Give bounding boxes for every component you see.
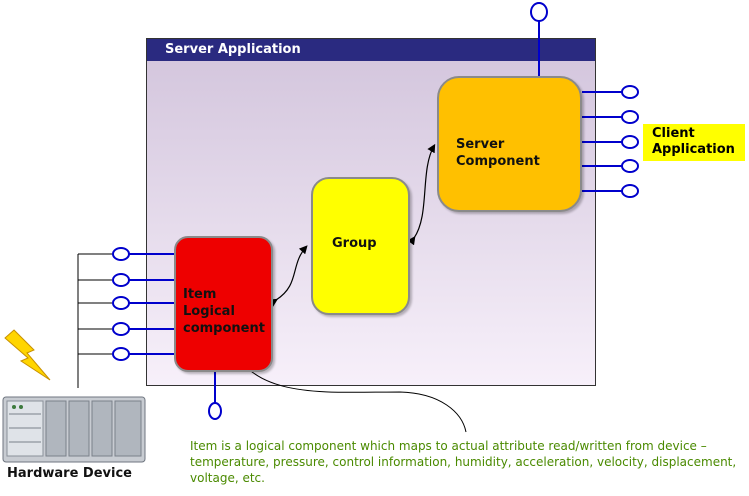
connector-port xyxy=(621,135,639,149)
server-component: Server Component xyxy=(437,76,582,212)
group-component: Group xyxy=(311,177,410,315)
connector-port xyxy=(621,159,639,173)
client-label-line: Application xyxy=(652,142,735,157)
client-application-label: Client Application xyxy=(643,124,745,161)
connector-port xyxy=(208,402,222,420)
group-label: Group xyxy=(332,236,377,251)
connector-port xyxy=(621,110,639,124)
hardware-bus xyxy=(77,253,112,388)
group-server-arrow xyxy=(407,143,436,246)
item-label: Item Logical component xyxy=(183,286,265,337)
lightning-icon xyxy=(4,329,51,381)
server-application-title: Server Application xyxy=(147,39,595,61)
item-connectors xyxy=(112,247,222,420)
connector-port xyxy=(621,85,639,99)
item-label-line: Item xyxy=(183,287,217,302)
connector-port xyxy=(112,296,130,310)
connector-port xyxy=(112,247,130,261)
item-component: Item Logical component xyxy=(174,236,273,372)
connector-port xyxy=(112,273,130,287)
hardware-device-icon xyxy=(2,396,146,463)
client-label-line: Client xyxy=(652,126,695,141)
connector-port xyxy=(112,322,130,336)
item-description: Item is a logical component which maps t… xyxy=(190,439,737,485)
server-component-label-line: Component xyxy=(456,154,540,169)
connector-port xyxy=(530,2,548,22)
server-connectors xyxy=(530,2,639,198)
item-group-arrow xyxy=(268,245,308,307)
item-label-line: component xyxy=(183,321,265,336)
item-label-line: Logical xyxy=(183,304,235,319)
description-callout-line xyxy=(227,337,467,433)
connector-port xyxy=(621,184,639,198)
hardware-device-label: Hardware Device xyxy=(7,466,132,481)
connector-port xyxy=(112,347,130,361)
server-component-label: Server Component xyxy=(456,136,540,170)
server-component-label-line: Server xyxy=(456,137,505,152)
